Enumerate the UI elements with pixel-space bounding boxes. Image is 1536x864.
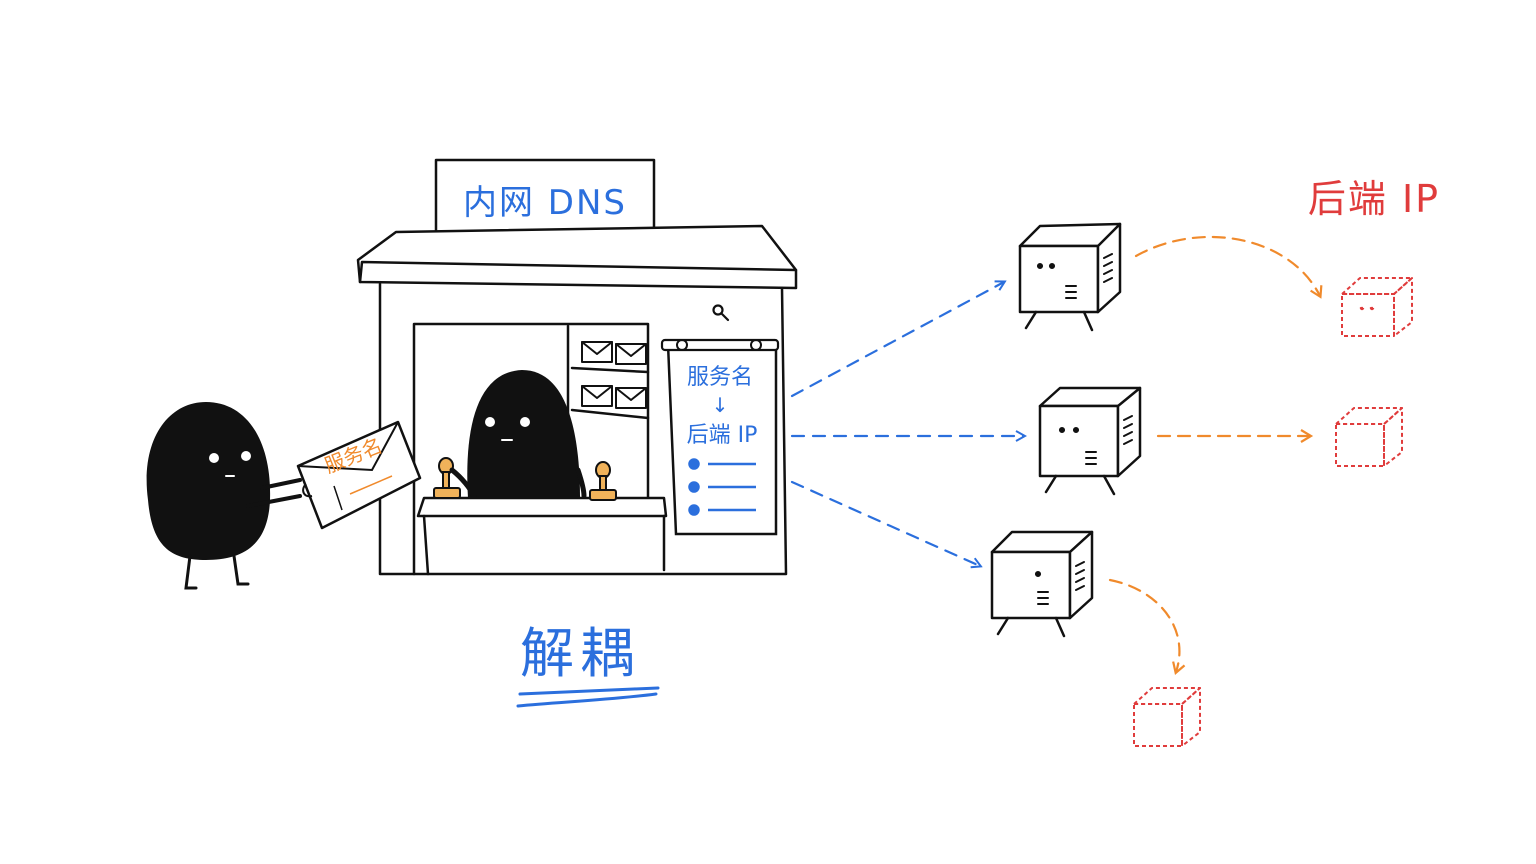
blue-arrows bbox=[790, 282, 1024, 566]
decoupling-caption: 解耦 bbox=[520, 622, 640, 685]
mapping-board: 服务名 ↓ 后端 IP bbox=[660, 338, 780, 536]
envelope-icon: 服务名 bbox=[296, 420, 422, 530]
dns-kiosk bbox=[356, 158, 798, 576]
backend-box-icon bbox=[1133, 687, 1201, 747]
board-list-item bbox=[688, 504, 700, 516]
backend-box-icon bbox=[1341, 277, 1413, 337]
arrow-to-backend-1 bbox=[1134, 235, 1323, 299]
board-list-item bbox=[688, 458, 700, 470]
arrow-to-backend-3 bbox=[1108, 578, 1186, 675]
sign-label: 内网 DNS bbox=[463, 183, 627, 223]
magnifier-icon bbox=[712, 304, 730, 322]
caption-underline bbox=[516, 686, 660, 708]
backend-ip-header: 后端 IP bbox=[1308, 177, 1440, 221]
stamp-icon bbox=[589, 461, 617, 501]
kiosk-counter bbox=[416, 496, 668, 518]
board-line-service: 服务名 bbox=[687, 365, 753, 390]
board-list bbox=[688, 458, 756, 516]
kiosk-roof bbox=[356, 224, 798, 290]
orange-arrows bbox=[1108, 235, 1323, 675]
server-box-icon bbox=[1038, 386, 1142, 496]
shelf-envelopes bbox=[581, 341, 647, 409]
clerk-character bbox=[449, 370, 587, 499]
board-list-item bbox=[688, 481, 700, 493]
board-arrow: ↓ bbox=[712, 393, 729, 417]
arrow-to-server-1 bbox=[790, 282, 1004, 398]
stamp-icon bbox=[433, 457, 461, 499]
server-box-icon bbox=[990, 530, 1094, 638]
server-box-icon bbox=[1018, 222, 1122, 332]
backend-box-icon bbox=[1335, 407, 1403, 467]
arrow-to-server-3 bbox=[790, 480, 980, 566]
board-line-ip: 后端 IP bbox=[687, 423, 758, 448]
customer-character bbox=[146, 402, 302, 590]
